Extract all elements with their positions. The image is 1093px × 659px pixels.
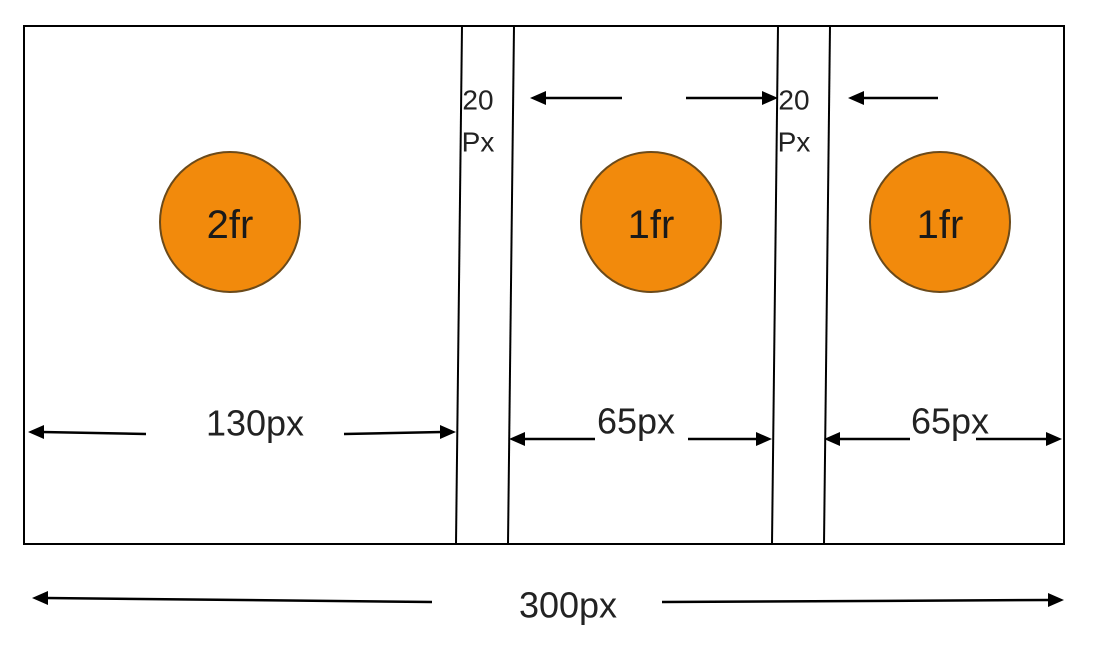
- column-1-width-label: 130px: [206, 403, 304, 444]
- column-3-dimension-arrow: [824, 432, 1062, 446]
- column-3-fraction-marker: 1fr: [869, 151, 1011, 293]
- gap-1-left-line: [455, 25, 463, 545]
- column-2-fraction-marker: 1fr: [580, 151, 722, 293]
- column-1-fraction-label: 2fr: [207, 203, 254, 247]
- gap-2-value-label: 20: [778, 85, 809, 116]
- column-1-fraction-marker: 2fr: [159, 151, 301, 293]
- column-1-circle: [159, 151, 301, 293]
- total-width-label: 300px: [519, 585, 617, 626]
- column-2-width-label: 65px: [597, 401, 675, 442]
- grid-container-border: [23, 25, 1065, 545]
- column-3-width-label: 65px: [911, 401, 989, 442]
- column-2-circle: [580, 151, 722, 293]
- total-width-dimension-arrow: [32, 591, 1064, 607]
- gap-1-value-label: 20: [462, 85, 493, 116]
- gap-2-right-line: [823, 25, 831, 545]
- gap-2-incoming-arrow: [686, 91, 778, 105]
- column-1-dimension-arrow: [28, 425, 456, 439]
- column-2-fraction-label: 1fr: [628, 203, 675, 247]
- gap-1-unit-label: Px: [462, 127, 495, 158]
- column-2-dimension-arrow: [509, 432, 772, 446]
- gap-1-pointer-arrow: [530, 91, 622, 105]
- gap-2-pointer-arrow: [848, 91, 938, 105]
- column-3-circle: [869, 151, 1011, 293]
- gap-2-unit-label: Px: [778, 127, 811, 158]
- gap-2-left-line: [771, 25, 779, 545]
- column-3-fraction-label: 1fr: [917, 203, 964, 247]
- gap-1-right-line: [507, 25, 515, 545]
